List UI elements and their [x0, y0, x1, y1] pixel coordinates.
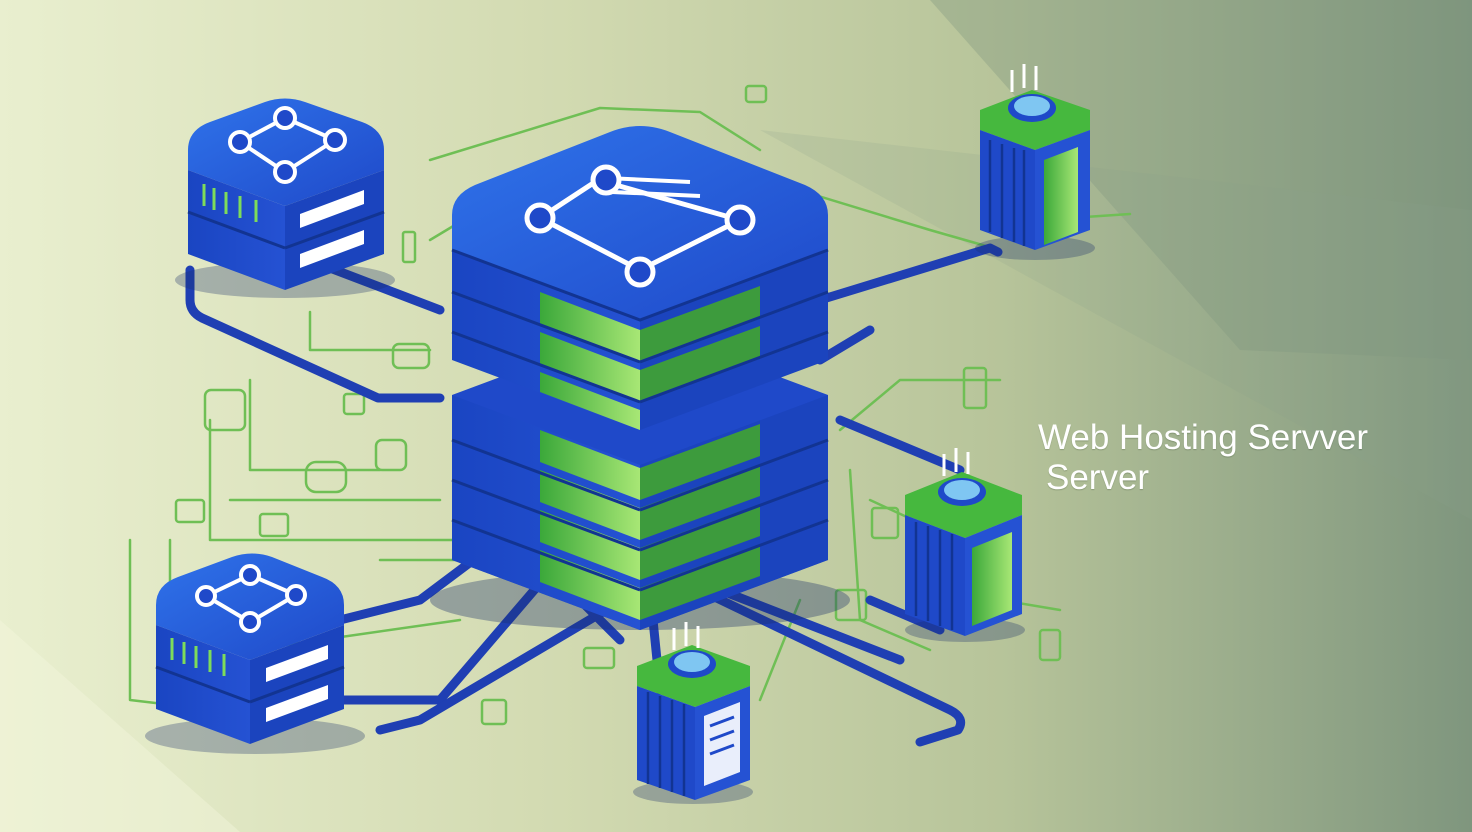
server-unit-icon [175, 98, 395, 298]
server-unit-icon [145, 553, 365, 754]
page-title: Web Hosting Servver Server [1038, 418, 1368, 498]
main-server-icon [430, 126, 850, 630]
title-line-2: Server [1046, 458, 1150, 497]
network-topology-icon [174, 84, 1062, 726]
title-line-1: Web Hosting Servver [1038, 418, 1369, 457]
database-icon [633, 64, 1095, 804]
